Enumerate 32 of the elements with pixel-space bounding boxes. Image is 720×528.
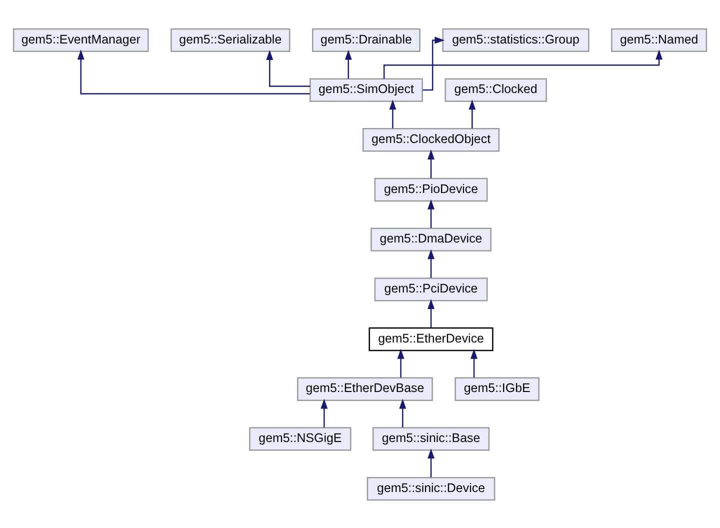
arrow (320, 398, 328, 427)
arrow (422, 36, 445, 90)
arrow (428, 448, 435, 477)
node-box: gem5::IGbE (454, 376, 540, 400)
arrow (428, 298, 435, 328)
node-box: gem5::Named (611, 28, 708, 52)
node-box: gem5::SimObject (310, 78, 423, 102)
arrow (470, 348, 478, 378)
node-box: gem5::PciDevice (374, 277, 488, 301)
node-box: gem5::PioDevice (374, 177, 488, 202)
arrow (428, 198, 435, 228)
node-box: gem5::NSGigE (249, 426, 352, 450)
arrow (468, 99, 476, 128)
node-box: gem5::sinic::Device (366, 476, 496, 500)
node-box: gem5::Drainable (312, 28, 420, 52)
node-box: gem5::sinic::Base (372, 426, 490, 450)
arrow (266, 49, 310, 86)
arrow (77, 49, 310, 94)
arrow (399, 398, 406, 427)
node-box: gem5::DmaDevice (370, 227, 492, 251)
node-box: gem5::Serializable (170, 28, 290, 52)
arrow (428, 149, 435, 178)
arrow (389, 99, 396, 128)
arrow (344, 49, 352, 78)
node-box: gem5::ClockedObject (362, 128, 500, 152)
node-box: gem5::EtherDevBase (297, 376, 433, 400)
node-box: gem5::EventManager (12, 28, 149, 52)
arrow (428, 248, 435, 278)
arrow (397, 348, 404, 378)
node-box: gem5::EtherDevice (368, 326, 494, 351)
node-box: gem5::statistics::Group (442, 28, 590, 52)
node-box: gem5::Clocked (444, 78, 547, 102)
